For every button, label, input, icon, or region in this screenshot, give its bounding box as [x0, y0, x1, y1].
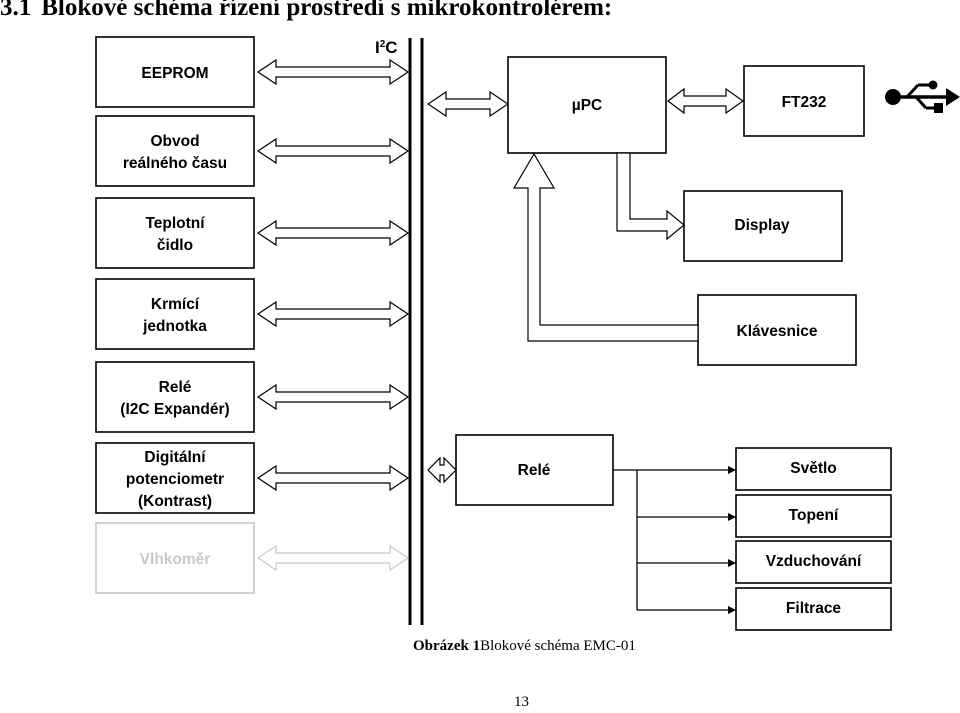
display-block: Display	[683, 190, 843, 262]
module-bus-arrow	[256, 300, 410, 328]
output-block-3: Vzduchování	[735, 540, 892, 584]
relay-output-lines	[613, 466, 736, 614]
module-block-2: Obvod reálného času	[95, 115, 410, 187]
output-label: Světlo	[790, 460, 837, 477]
display-label: Display	[734, 217, 790, 234]
module-label-line: EEPROM	[141, 65, 208, 82]
section-title: Blokové schéma řízení prostředí s mikrok…	[41, 0, 613, 21]
caption-lead: Obrázek 1	[413, 638, 481, 654]
module-block-7: Vlhkoměr	[95, 522, 410, 594]
i2c-bus-label: I2C	[375, 38, 398, 57]
caption-text: Blokové schéma EMC-01	[480, 638, 636, 654]
output-box	[735, 540, 892, 584]
output-box	[735, 494, 892, 538]
i2c-bus	[408, 38, 424, 625]
output-label: Vzduchování	[766, 553, 862, 570]
section-heading: 3.1 Blokové schéma řízení prostředí s mik…	[0, 0, 612, 22]
mcu-ft232-arrow	[667, 87, 745, 115]
output-label: Topení	[789, 507, 839, 524]
figure-caption: Obrázek 1Blokové schéma EMC-01	[413, 638, 636, 655]
module-label-line: jednotka	[142, 318, 207, 335]
section-number: 3.1	[0, 0, 32, 21]
output-box	[735, 587, 892, 631]
module-box	[95, 115, 255, 187]
module-label-line: (Kontrast)	[138, 493, 212, 510]
output-block-2: Topení	[735, 494, 892, 538]
output-block-4: Filtrace	[735, 587, 892, 631]
module-box	[95, 278, 255, 350]
relay-block: Relé	[455, 434, 614, 506]
module-box	[95, 442, 255, 514]
ft232-label: FT232	[782, 94, 827, 111]
module-label-line: čidlo	[157, 237, 193, 254]
module-bus-arrow	[256, 137, 410, 165]
module-label-line: potenciometr	[126, 471, 224, 488]
module-bus-arrow	[256, 383, 410, 411]
module-label-line: Digitální	[144, 449, 206, 466]
mcu-block: µPC	[507, 56, 667, 154]
module-box	[95, 522, 255, 594]
output-label: Filtrace	[786, 600, 842, 617]
module-bus-arrow	[256, 219, 410, 247]
module-label-line: Krmící	[151, 296, 200, 313]
bus-relay-arrow	[427, 456, 457, 484]
module-block-6: Digitální potenciometr (Kontrast)	[95, 442, 410, 514]
module-block-4: Krmící jednotka	[95, 278, 410, 350]
keyboard-label: Klávesnice	[737, 323, 818, 340]
bus-mcu-arrow	[426, 90, 510, 118]
page-number: 13	[514, 694, 529, 710]
keyboard-mcu-arrow	[512, 152, 699, 342]
module-label-line: reálného času	[123, 155, 227, 172]
output-box	[735, 447, 892, 491]
module-box	[95, 36, 255, 108]
module-bus-arrow	[256, 544, 410, 572]
relay-label: Relé	[518, 462, 551, 479]
module-box	[95, 197, 255, 269]
module-label-line: Vlhkoměr	[140, 551, 211, 568]
mcu-display-arrow	[616, 152, 685, 241]
module-label-line: (I2C Expandér)	[120, 401, 229, 418]
module-label-line: Teplotní	[145, 215, 205, 232]
module-block-5: Relé (I2C Expandér)	[95, 361, 410, 433]
module-bus-arrow	[256, 58, 410, 86]
module-bus-arrow	[256, 464, 410, 492]
mcu-label: µPC	[572, 97, 602, 114]
keyboard-block: Klávesnice	[697, 294, 857, 366]
ft232-block: FT232	[743, 65, 865, 137]
usb-icon	[885, 80, 960, 113]
module-block-1: EEPROM	[95, 36, 410, 108]
module-box	[95, 361, 255, 433]
module-block-3: Teplotní čidlo	[95, 197, 410, 269]
module-label-line: Obvod	[150, 133, 199, 150]
output-block-1: Světlo	[735, 447, 892, 491]
module-label-line: Relé	[159, 379, 192, 396]
